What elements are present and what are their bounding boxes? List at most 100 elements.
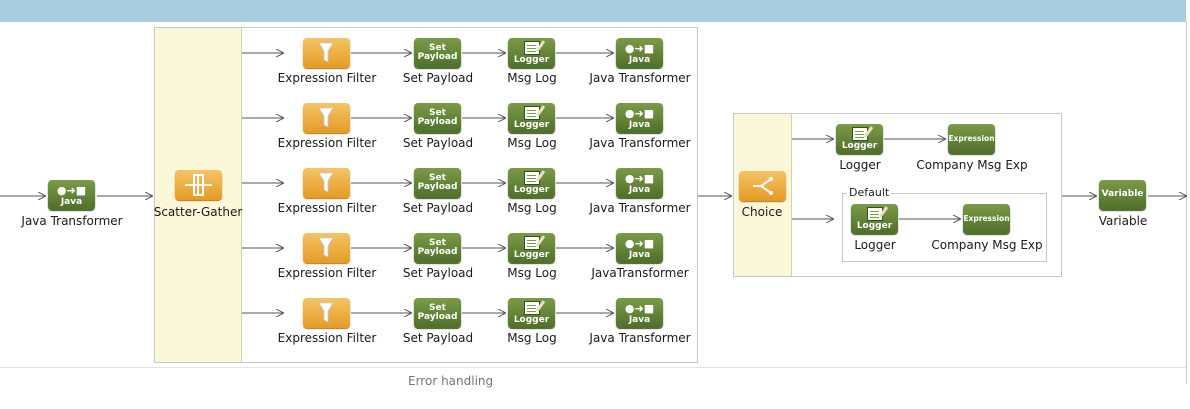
expression-filter-node[interactable]: [303, 103, 350, 133]
set-payload-icon-text-1: Set: [429, 108, 446, 118]
java-transformer-node[interactable]: ●➜■Java: [616, 168, 663, 198]
expression-icon-text: Expression: [963, 214, 1010, 223]
default-label: Default: [847, 186, 892, 199]
funnel-icon: [318, 42, 334, 63]
error-handling-tab[interactable]: Error handling: [408, 374, 494, 388]
canvas-edge: [1186, 22, 1187, 384]
java-transformer-label: Java Transformer: [589, 331, 691, 345]
set-payload-label: Set Payload: [402, 136, 474, 150]
logger-icon-text: Logger: [841, 141, 878, 151]
choice-logger-label: Logger: [854, 238, 896, 252]
set-payload-label: Set Payload: [402, 71, 474, 85]
expression-filter-label: Expression Filter: [277, 331, 377, 345]
msg-log-node[interactable]: Logger: [508, 168, 555, 198]
set-payload-label: Set Payload: [402, 201, 474, 215]
top-bar: [0, 0, 1186, 22]
set-payload-icon-text-2: Payload: [417, 247, 458, 257]
expression-filter-node[interactable]: [303, 233, 350, 263]
set-payload-icon-text-1: Set: [429, 238, 446, 248]
company-msg-exp-label: Company Msg Exp: [931, 238, 1043, 252]
scatter-gather-label: Scatter-Gather: [153, 205, 243, 219]
choice-label: Choice: [741, 205, 783, 219]
msg-log-label: Msg Log: [507, 136, 557, 150]
choice-icon: [753, 177, 773, 195]
logger-icon-text: Logger: [513, 185, 550, 195]
msg-log-label: Msg Log: [507, 71, 557, 85]
expression-filter-label: Expression Filter: [277, 201, 377, 215]
java-transformer-icon: ●➜■: [624, 172, 655, 185]
java-icon-text: Java: [628, 120, 651, 130]
set-payload-label: Set Payload: [402, 266, 474, 280]
java-transformer-label: Java Transformer: [589, 201, 691, 215]
choice-logger-label: Logger: [839, 158, 881, 172]
java-transformer-label: Java Transformer: [589, 136, 691, 150]
java-transformer-icon: ●➜■: [624, 302, 655, 315]
msg-log-label: Msg Log: [507, 266, 557, 280]
scatter-gather-icon: [185, 174, 212, 196]
company-msg-exp-node[interactable]: Expression: [963, 204, 1010, 234]
java-transformer-icon: ●➜■: [624, 107, 655, 120]
set-payload-icon-text-2: Payload: [417, 182, 458, 192]
expression-filter-node[interactable]: [303, 38, 350, 68]
msg-log-node[interactable]: Logger: [508, 298, 555, 328]
scatter-gather-node[interactable]: [175, 170, 222, 200]
company-msg-exp-label: Company Msg Exp: [916, 158, 1028, 172]
java-icon-text: Java: [628, 250, 651, 260]
funnel-icon: [318, 107, 334, 128]
expression-filter-node[interactable]: [303, 298, 350, 328]
set-payload-icon-text-1: Set: [429, 43, 446, 53]
msg-log-node[interactable]: Logger: [508, 103, 555, 133]
java-transformer-node[interactable]: ●➜■Java: [616, 298, 663, 328]
java-transformer-start-node[interactable]: ●➜■ Java: [48, 180, 95, 210]
choice-logger-node[interactable]: Logger: [851, 204, 898, 234]
variable-icon-text: Variable: [1101, 189, 1144, 199]
java-transformer-node[interactable]: ●➜■Java: [616, 103, 663, 133]
java-transformer-icon: ●➜■: [56, 184, 87, 197]
expression-filter-label: Expression Filter: [277, 71, 377, 85]
choice-logger-node[interactable]: Logger: [836, 124, 883, 154]
expression-filter-node[interactable]: [303, 168, 350, 198]
logger-icon-text: Logger: [513, 250, 550, 260]
expression-icon-text: Expression: [948, 134, 995, 143]
logger-icon-text: Logger: [513, 120, 550, 130]
java-icon-text: Java: [628, 55, 651, 65]
msg-log-node[interactable]: Logger: [508, 38, 555, 68]
variable-node[interactable]: Variable: [1099, 180, 1146, 210]
java-transformer-icon: ●➜■: [624, 42, 655, 55]
variable-label: Variable: [1098, 214, 1148, 228]
logger-icon-text: Logger: [513, 55, 550, 65]
set-payload-icon-text-2: Payload: [417, 312, 458, 322]
java-transformer-start-label: Java Transformer: [21, 214, 123, 228]
msg-log-label: Msg Log: [507, 331, 557, 345]
java-transformer-label: Java Transformer: [589, 71, 691, 85]
choice-node[interactable]: [739, 171, 786, 201]
java-transformer-node[interactable]: ●➜■Java: [616, 38, 663, 68]
expression-filter-label: Expression Filter: [277, 136, 377, 150]
msg-log-node[interactable]: Logger: [508, 233, 555, 263]
java-icon-text: Java: [60, 197, 83, 207]
logger-icon-text: Logger: [856, 221, 893, 231]
funnel-icon: [318, 172, 334, 193]
msg-log-label: Msg Log: [507, 201, 557, 215]
java-icon-text: Java: [628, 185, 651, 195]
set-payload-label: Set Payload: [402, 331, 474, 345]
funnel-icon: [318, 302, 334, 323]
java-transformer-label: JavaTransformer: [591, 266, 689, 280]
logger-icon-text: Logger: [513, 315, 550, 325]
bottom-separator: [0, 367, 1186, 368]
set-payload-icon-text-2: Payload: [417, 117, 458, 127]
java-icon-text: Java: [628, 315, 651, 325]
company-msg-exp-node[interactable]: Expression: [948, 124, 995, 154]
set-payload-icon-text-1: Set: [429, 303, 446, 313]
funnel-icon: [318, 237, 334, 258]
java-transformer-icon: ●➜■: [624, 237, 655, 250]
expression-filter-label: Expression Filter: [277, 266, 377, 280]
set-payload-icon-text-1: Set: [429, 173, 446, 183]
java-transformer-node[interactable]: ●➜■Java: [616, 233, 663, 263]
